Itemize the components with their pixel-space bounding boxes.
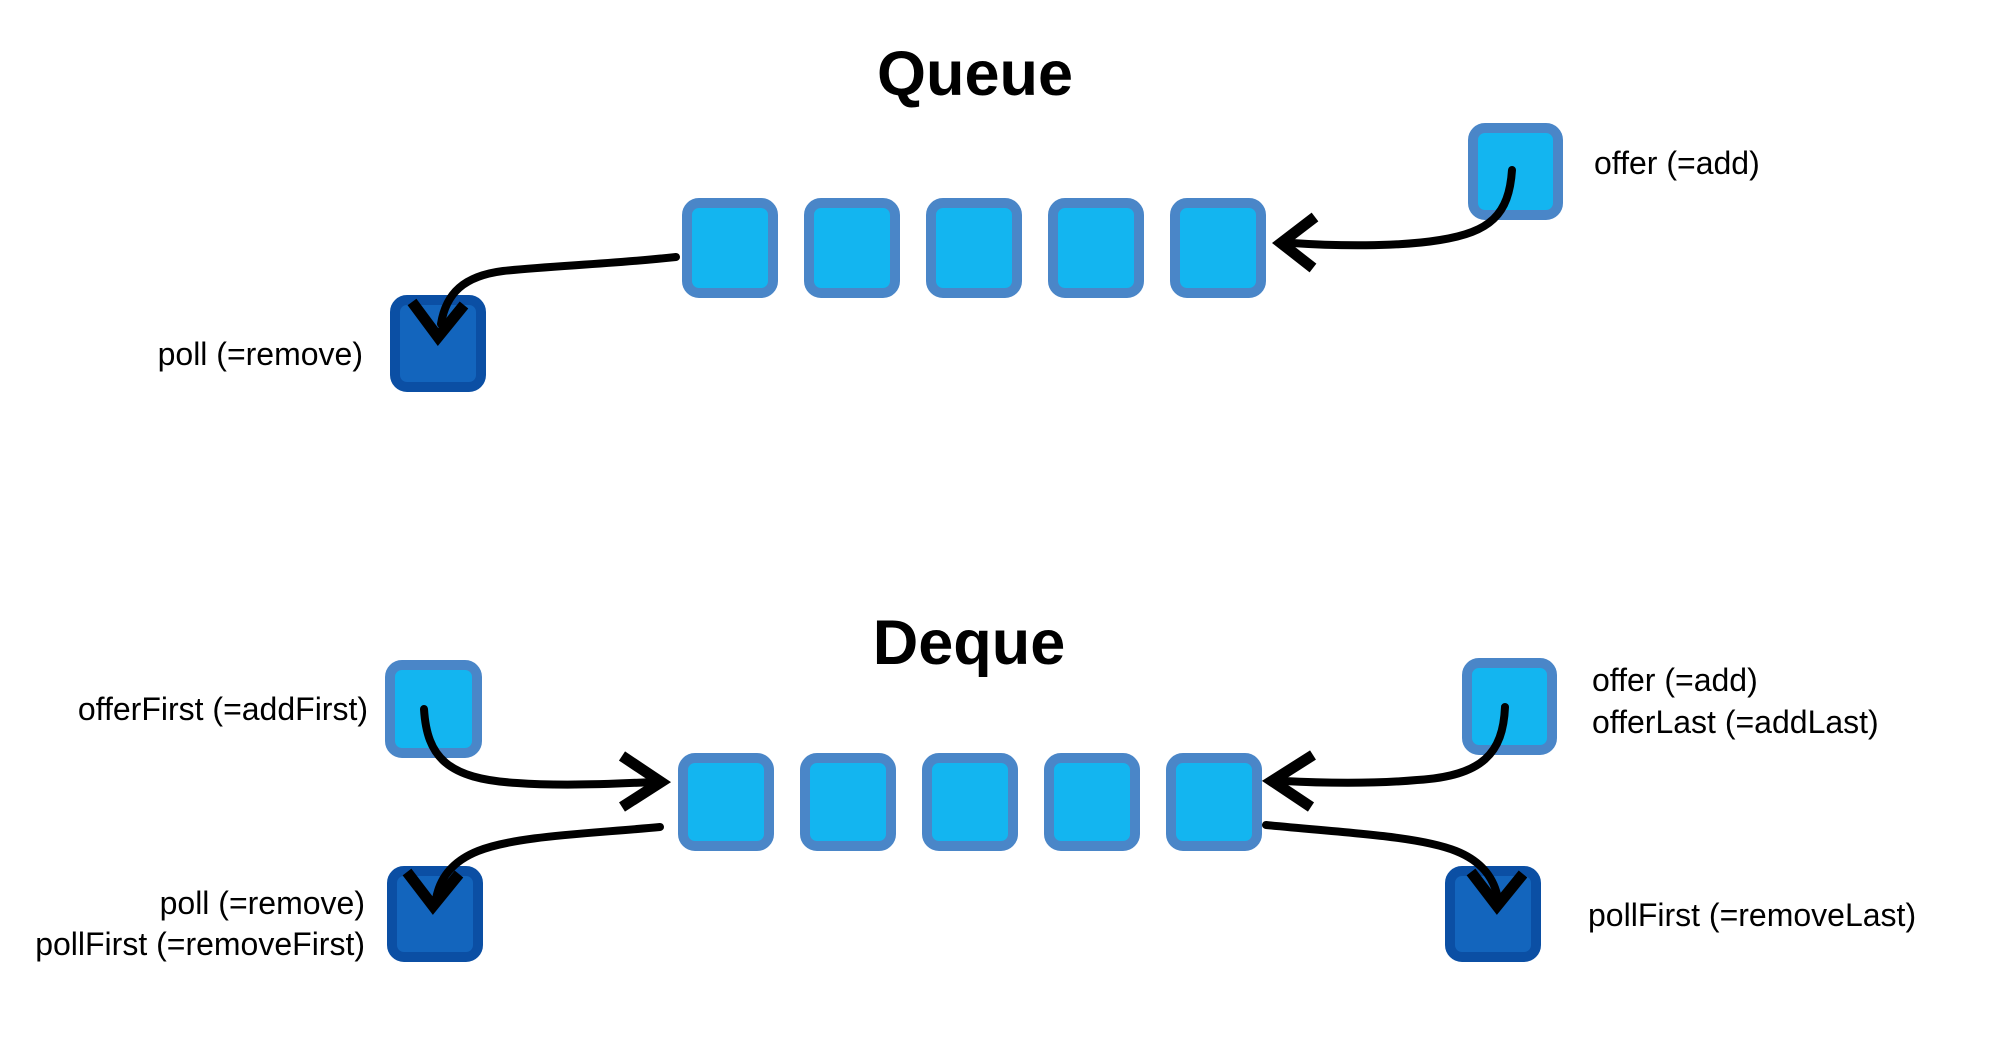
queue-title: Queue — [877, 39, 1073, 109]
deque-offer-last-arrowhead-icon — [1261, 750, 1316, 812]
deque-offer-last-element — [1462, 658, 1557, 755]
queue-enqueue-arrowhead-icon — [1272, 212, 1319, 273]
deque-offer-last-label: offerLast (=addLast) — [1592, 704, 1879, 740]
deque-poll-last-arrow — [1262, 821, 1502, 903]
deque-title: Deque — [873, 608, 1066, 678]
deque-cell — [922, 753, 1018, 851]
deque-poll-last-arrowhead-icon — [1466, 868, 1528, 915]
queue-cell — [804, 198, 900, 298]
deque-cell — [678, 753, 774, 851]
deque-poll-last-label: pollFirst (=removeLast) — [1588, 897, 1916, 933]
deque-poll-first-arrowhead-icon — [402, 868, 464, 915]
queue-offer-label: offer (=add) — [1594, 145, 1760, 181]
queue-cell — [682, 198, 778, 298]
deque-poll-first-arrow — [432, 823, 664, 903]
queue-enqueue-arrow — [1288, 166, 1516, 250]
deque-offer-first-label: offerFirst (=addFirst) — [78, 691, 368, 727]
deque-poll-first-label: pollFirst (=removeFirst) — [35, 926, 365, 962]
deque-offer-last-arrow — [1280, 703, 1509, 787]
queue-dequeue-arrow — [437, 253, 680, 328]
deque-cell-row — [678, 753, 1262, 851]
queue-cell — [1048, 198, 1144, 298]
queue-cell — [1170, 198, 1266, 298]
deque-offer-first-arrow — [420, 705, 656, 789]
deque-cell — [800, 753, 896, 851]
deque-poll-first-element — [387, 866, 483, 962]
queue-cell-row — [682, 198, 1266, 298]
deque-poll-label: poll (=remove) — [160, 885, 365, 921]
queue-poll-label: poll (=remove) — [158, 336, 363, 372]
deque-cell — [1044, 753, 1140, 851]
queue-cell — [926, 198, 1022, 298]
deque-offer-label: offer (=add) — [1592, 662, 1758, 698]
deque-offer-first-arrowhead-icon — [618, 751, 672, 812]
deque-cell — [1166, 753, 1262, 851]
queue-dequeue-arrowhead-icon — [407, 298, 469, 346]
